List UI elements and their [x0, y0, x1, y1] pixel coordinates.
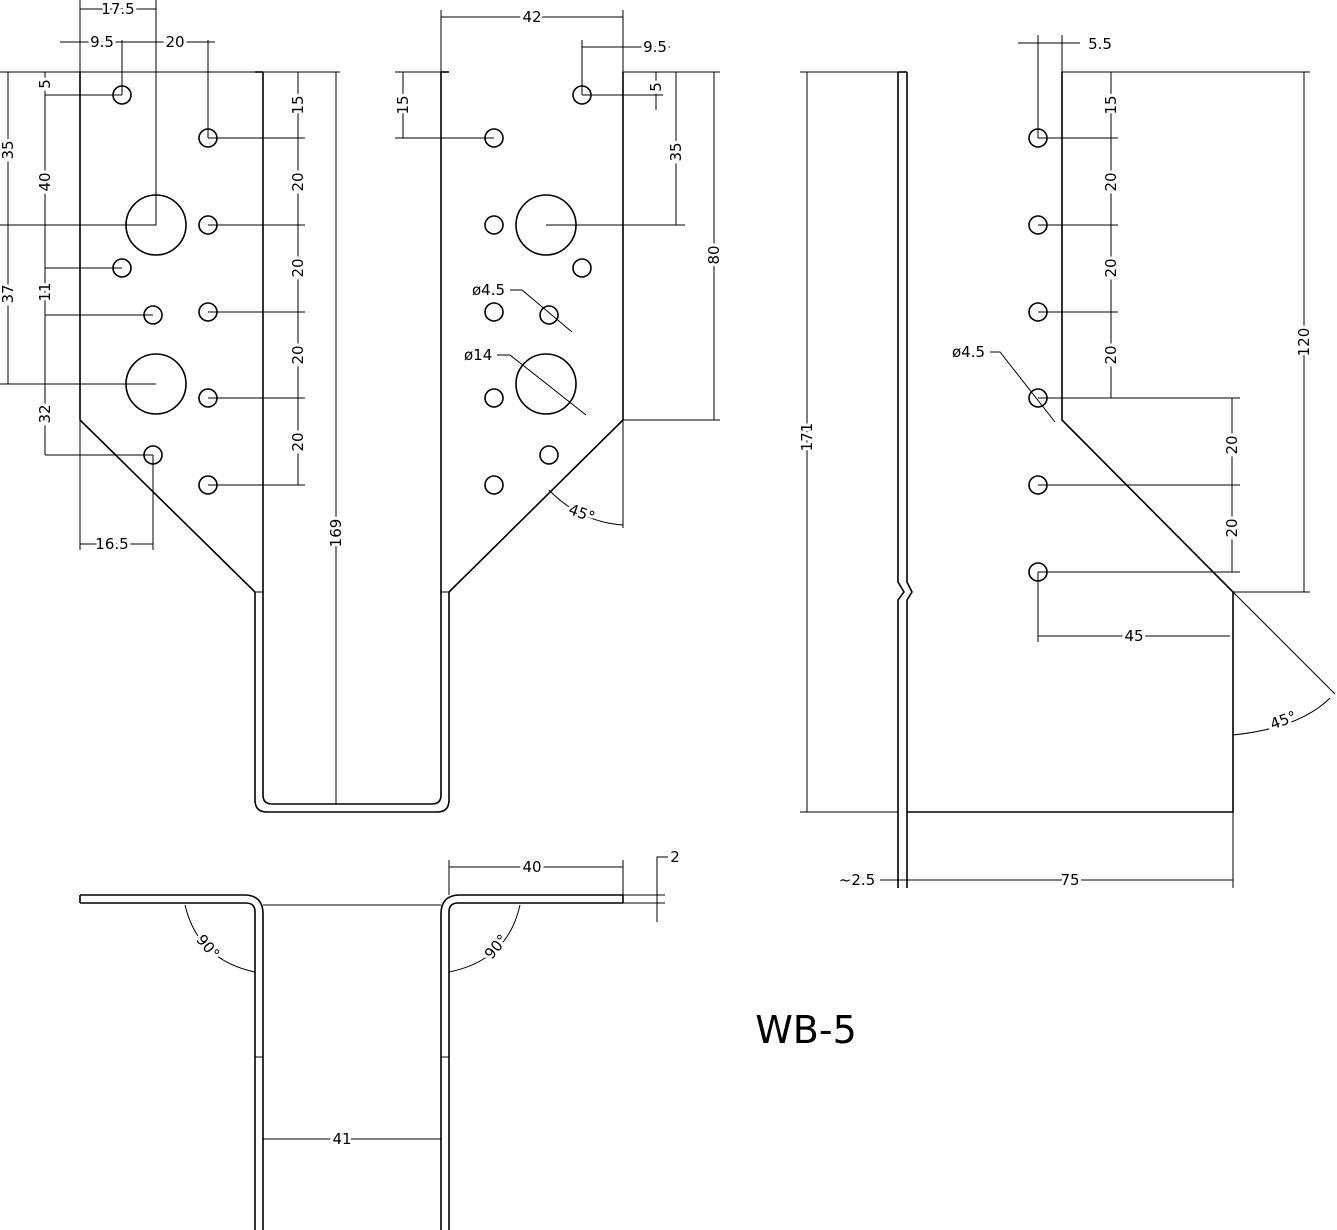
side-view: 5.5 171 15 20 20 20 20 20 120 ø4.5 45	[795, 32, 1336, 892]
dim-20-side-e: 20	[1223, 518, 1241, 537]
dim-5-mid: 5	[647, 82, 665, 92]
dim-15-mid: 15	[394, 95, 412, 114]
dim-dia-side: ø4.5	[952, 343, 985, 361]
left-front-view: 17.5 9.5 20 5 35 40 37 11 32 15 20 20 20…	[0, 0, 624, 813]
dim-2-5: ~2.5	[839, 871, 875, 889]
dim-35: 35	[0, 140, 17, 159]
dim-75: 75	[1060, 871, 1079, 889]
hole	[539, 305, 559, 325]
middle-view-dims: 42 9.5 15 5 35 80 ø4.5 ø14 45°	[391, 5, 726, 529]
dim-20-b: 20	[289, 258, 307, 277]
dim-9-5: 9.5	[90, 33, 114, 51]
dim-16-5: 16.5	[95, 535, 128, 553]
dim-80: 80	[705, 245, 723, 264]
bottom-top-view: 90° 90° 40 2 41	[79, 845, 683, 1230]
dim-9-5-mid: 9.5	[643, 38, 667, 56]
dim-20: 20	[165, 33, 184, 51]
dim-11: 11	[36, 282, 54, 301]
dim-angle-45-side: 45°	[1268, 707, 1299, 733]
dim-angle-45-mid: 45°	[566, 500, 597, 526]
dim-41: 41	[332, 1130, 351, 1148]
dim-17-5: 17.5	[101, 0, 134, 18]
dim-35-mid: 35	[667, 142, 685, 161]
dim-20-a: 20	[289, 172, 307, 191]
dim-171: 171	[798, 423, 816, 452]
dim-20-d: 20	[289, 432, 307, 451]
dim-32: 32	[36, 404, 54, 423]
hole	[484, 302, 504, 322]
dim-15: 15	[289, 95, 307, 114]
dim-dia-4-5: ø4.5	[472, 281, 505, 299]
dim-5-5: 5.5	[1088, 35, 1112, 53]
dim-20-c: 20	[289, 345, 307, 364]
dim-45-side: 45	[1124, 627, 1143, 645]
hole	[484, 215, 504, 235]
drawing-title: WB-5	[755, 1008, 857, 1052]
dim-40-bottom: 40	[522, 858, 541, 876]
dim-15-side: 15	[1102, 95, 1120, 114]
hole	[572, 258, 592, 278]
dim-40: 40	[36, 172, 54, 191]
dim-120: 120	[1295, 328, 1313, 357]
hole	[539, 445, 559, 465]
dim-37: 37	[0, 284, 17, 303]
dim-20-side-d: 20	[1223, 435, 1241, 454]
dim-2: 2	[670, 848, 680, 866]
dim-20-side-c: 20	[1102, 345, 1120, 364]
dim-20-side-a: 20	[1102, 172, 1120, 191]
dim-20-side-b: 20	[1102, 258, 1120, 277]
hole	[484, 475, 504, 495]
dim-42: 42	[522, 8, 541, 26]
dim-5: 5	[36, 79, 54, 89]
dim-dia-14: ø14	[464, 346, 492, 364]
dim-angle-90-left: 90°	[192, 931, 223, 963]
hole	[484, 388, 504, 408]
dim-169: 169	[327, 519, 345, 548]
